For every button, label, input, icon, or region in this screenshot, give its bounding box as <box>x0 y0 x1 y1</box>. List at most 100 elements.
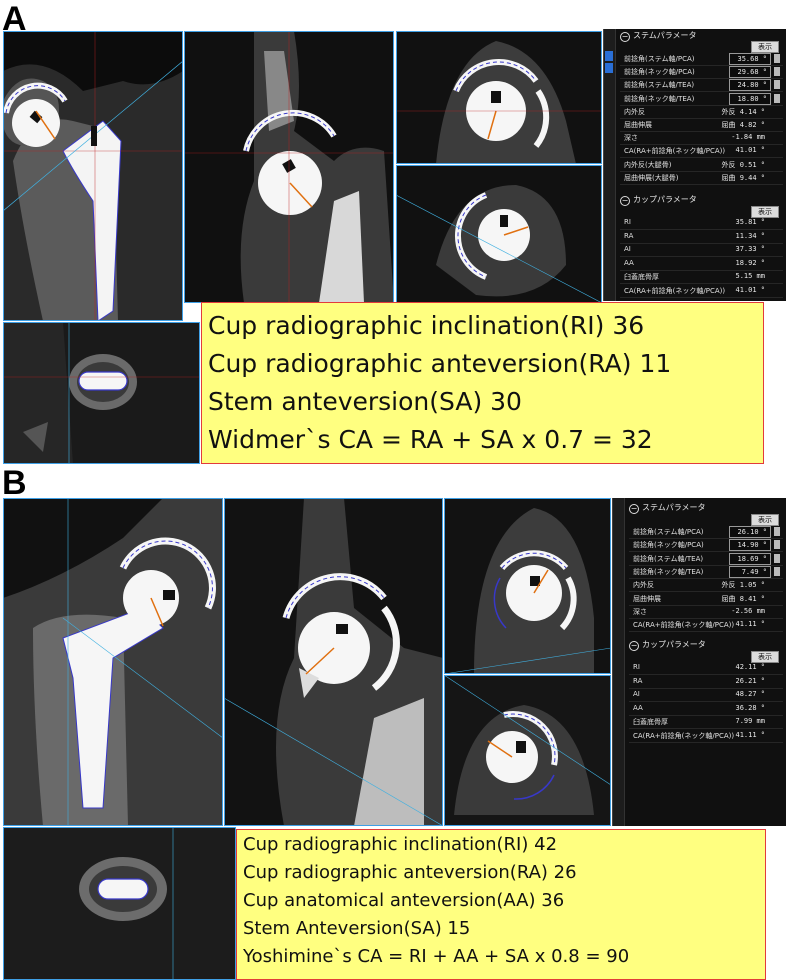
spinner-icon[interactable] <box>774 527 780 536</box>
panel-a-sagittal-view[interactable] <box>184 31 394 303</box>
summary-line: Cup radiographic anteversion(RA) 11 <box>208 349 672 378</box>
sidebar-scrollbar[interactable] <box>613 498 625 826</box>
parameter-value: 18.92 ° <box>735 258 765 267</box>
spinner-icon[interactable] <box>774 80 780 90</box>
cup-parameters-header[interactable]: −カップパラメータ <box>620 195 697 206</box>
parameter-value-field[interactable]: 26.10 ° <box>729 526 771 538</box>
spinner-icon[interactable] <box>774 553 780 563</box>
parameter-row: CA(RA+前捻角(ネック軸/PCA)) 41.01 ° <box>620 285 783 298</box>
panel-b-stem-section-view[interactable] <box>3 827 236 980</box>
parameter-label: RA <box>633 676 643 685</box>
parameter-value-field[interactable]: 29.68 ° <box>729 66 771 79</box>
spinner-icon[interactable] <box>774 566 780 576</box>
panel-b-sagittal-frame <box>224 498 443 826</box>
panel-a-stem-section-view[interactable] <box>3 322 200 464</box>
parameter-label: AI <box>624 245 631 253</box>
parameter-value: 41.01 ° <box>735 285 765 294</box>
parameter-value-field[interactable]: 7.49 ° <box>729 565 771 578</box>
oblique-ct-image <box>396 165 602 303</box>
collapse-icon[interactable]: − <box>620 196 630 206</box>
parameter-value: 屈曲 9.44 ° <box>721 173 765 182</box>
spinner-icon[interactable] <box>774 54 780 63</box>
coronal-ct-image <box>3 31 183 321</box>
parameter-label: 前捻角(ステム軸/TEA) <box>624 81 695 90</box>
collapse-icon[interactable]: − <box>629 504 639 514</box>
scroll-tab-icon[interactable] <box>605 63 613 73</box>
summary-line: Cup radiographic inclination(RI) 36 <box>208 311 645 340</box>
summary-line: Cup radiographic inclination(RI) 42 <box>243 834 558 855</box>
cup-show-button[interactable]: 表示 <box>751 651 779 663</box>
collapse-icon[interactable]: − <box>629 641 639 651</box>
parameter-value: 屈曲 4.82 ° <box>721 121 765 129</box>
stem-show-button[interactable]: 表示 <box>751 514 779 526</box>
parameter-row: 前捻角(ネック軸/PCA)14.90 ° <box>629 539 783 553</box>
parameter-label: 深さ <box>624 134 638 143</box>
panel-b-oblique-view[interactable] <box>444 675 611 826</box>
parameter-row: 前捻角(ステム軸/TEA)18.69 ° <box>629 552 783 566</box>
parameter-value: 外反 1.05 ° <box>721 581 765 590</box>
stem-section-ct-image <box>3 322 200 464</box>
parameter-value: 26.21 ° <box>735 676 765 685</box>
parameter-value: -2.56 mm <box>731 606 765 615</box>
panel-b-coronal-view[interactable] <box>3 498 223 826</box>
summary-line: Yoshimine`s CA = RI + AA + SA x 0.8 = 90 <box>243 946 630 967</box>
parameter-value: 外反 4.14 ° <box>721 107 765 116</box>
parameter-value: 41.01 ° <box>735 146 765 155</box>
parameter-value-field[interactable]: 18.80 ° <box>729 92 771 105</box>
cup-parameters-header[interactable]: −カップパラメータ <box>629 640 706 651</box>
spinner-icon[interactable] <box>774 93 780 103</box>
parameter-label: 前捻角(ステム軸/PCA) <box>624 55 695 63</box>
parameter-row: 深さ-1.84 mm <box>620 132 783 146</box>
parameter-value: 外反 0.51 ° <box>721 160 765 169</box>
parameter-label: 内外反 <box>624 107 645 116</box>
panel-a-label: A <box>2 0 27 38</box>
parameter-label: 前捻角(ネック軸/TEA) <box>633 567 704 576</box>
parameter-row: CA(RA+前捻角(ネック軸/PCA))41.11 ° <box>629 619 783 633</box>
panel-a-axial-view[interactable] <box>396 31 602 164</box>
parameter-row: RA 26.21 ° <box>629 676 783 689</box>
parameter-label: 内外反 <box>633 581 654 590</box>
parameter-row: 前捻角(ステム軸/PCA)26.10 ° <box>629 526 783 539</box>
stem-show-button[interactable]: 表示 <box>751 41 779 53</box>
panel-a-oblique-frame <box>396 165 602 303</box>
parameter-value-field[interactable]: 14.90 ° <box>729 539 771 552</box>
spinner-icon[interactable] <box>774 67 780 77</box>
cup-show-button[interactable]: 表示 <box>751 206 779 218</box>
collapse-icon[interactable]: − <box>620 32 630 42</box>
parameter-row: 前捻角(ステム軸/TEA) 24.80 ° <box>620 79 783 93</box>
stem-parameters-header[interactable]: −ステムパラメータ <box>629 503 706 514</box>
stem-parameters-header[interactable]: −ステムパラメータ <box>620 31 697 42</box>
parameter-label: RI <box>624 218 631 226</box>
parameter-row: 内外反 外反 1.05 ° <box>629 579 783 593</box>
parameter-value-field[interactable]: 18.69 ° <box>729 552 771 565</box>
parameter-label: CA(RA+前捻角(ネック軸/PCA)) <box>624 286 726 295</box>
panel-a-coronal-view[interactable] <box>3 31 183 321</box>
parameter-row: CA(RA+前捻角(ネック軸/PCA))41.11 ° <box>629 730 783 743</box>
sagittal-ct-image <box>184 31 394 303</box>
scroll-tab-icon[interactable] <box>605 51 613 61</box>
panel-b-sagittal-view[interactable] <box>224 498 443 826</box>
sidebar-scrollbar[interactable] <box>604 29 616 301</box>
panel-b-oblique-frame <box>444 675 611 826</box>
panel-b-label: B <box>2 464 27 502</box>
panel-b-axial-frame <box>444 498 611 674</box>
parameter-label: 深さ <box>633 607 647 616</box>
axial-ct-image <box>444 498 611 674</box>
parameter-label: 屈曲伸展 <box>633 594 661 603</box>
parameter-label: RA <box>624 231 634 240</box>
panel-a-parameter-sidebar: −ステムパラメータ 表示 前捻角(ステム軸/PCA)35.68 °前捻角(ネック… <box>603 29 786 301</box>
parameter-value-field[interactable]: 35.68 ° <box>729 53 771 65</box>
parameter-value-field[interactable]: 24.80 ° <box>729 79 771 92</box>
parameter-row: CA(RA+前捻角(ネック軸/PCA))41.01 ° <box>620 145 783 159</box>
panel-b-parameter-sidebar: −ステムパラメータ 表示 前捻角(ステム軸/PCA)26.10 °前捻角(ネック… <box>612 498 786 826</box>
panel-a-oblique-view[interactable] <box>396 165 602 303</box>
summary-line: Widmer`s CA = RA + SA x 0.7 = 32 <box>208 425 653 454</box>
parameter-value: 11.34 ° <box>735 231 765 240</box>
panel-b-axial-view[interactable] <box>444 498 611 674</box>
spinner-icon[interactable] <box>774 540 780 550</box>
